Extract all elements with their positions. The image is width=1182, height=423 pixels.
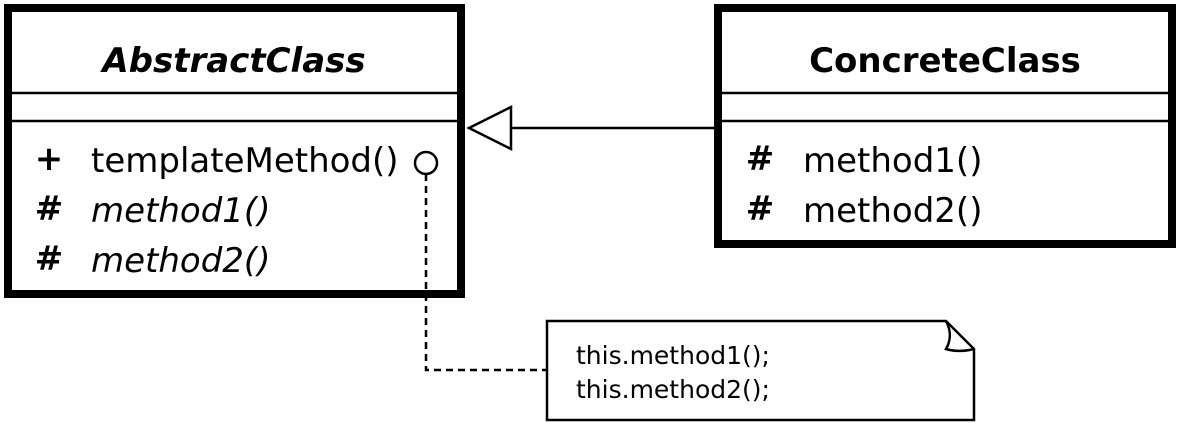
concrete-class-box: ConcreteClass # method1() # method2() [714, 4, 1176, 248]
concrete-method-1-visibility: # [746, 139, 775, 179]
note-box: this.method1(); this.method2(); [545, 319, 976, 422]
abstract-method-3-visibility: # [35, 239, 64, 279]
abstract-class-name: AbstractClass [99, 41, 365, 81]
abstract-method-2-name: method1() [91, 191, 270, 231]
note-line-1: this.method1(); [576, 341, 770, 370]
concrete-method-2-visibility: # [746, 189, 775, 229]
note-dashed-line [424, 174, 547, 372]
concrete-class-border [714, 4, 1176, 248]
abstract-class-border [4, 4, 465, 298]
concrete-class-name: ConcreteClass [809, 41, 1081, 81]
concrete-method-2-name: method2() [803, 191, 982, 231]
note-fold-corner [944, 320, 975, 353]
abstract-method-1-name: templateMethod() [91, 141, 399, 181]
note-shape [545, 319, 976, 422]
abstract-method-1-visibility: + [35, 139, 64, 179]
concrete-method-1-name: method1() [803, 141, 982, 181]
abstract-class-box: AbstractClass + templateMethod() # metho… [4, 4, 465, 298]
hollow-triangle-arrowhead [466, 104, 513, 152]
note-connector [413, 150, 547, 372]
note-line-2: this.method2(); [576, 375, 770, 404]
abstract-method-3-name: method2() [91, 241, 270, 281]
generalization-arrow [466, 104, 718, 152]
note-anchor-circle [413, 150, 439, 176]
abstract-method-2-visibility: # [35, 189, 64, 229]
